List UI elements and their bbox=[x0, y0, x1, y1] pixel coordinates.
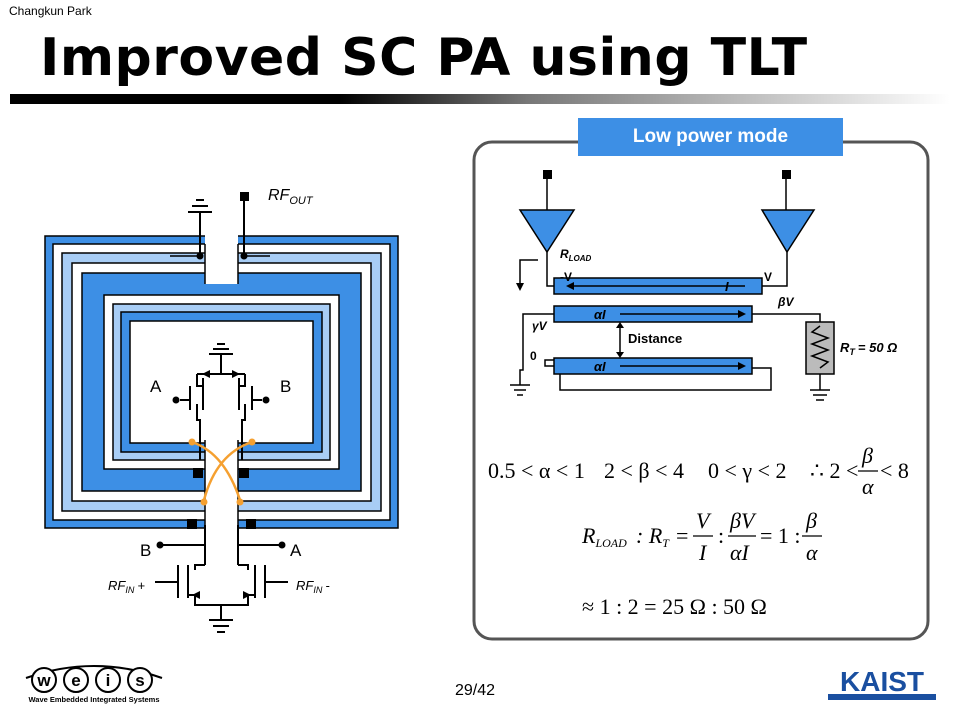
alpha-range: 0.5 < α < 1 bbox=[488, 458, 585, 483]
rf-in-plus-subscript: IN bbox=[125, 585, 135, 595]
weis-logo: w e i s Wave Embedded Integrated Systems bbox=[25, 665, 163, 704]
winding-core bbox=[129, 320, 314, 444]
eq2-r-t: : R bbox=[636, 523, 663, 548]
eq2-frac2-num: βV bbox=[729, 508, 757, 533]
rf-in-plus-sign: + bbox=[137, 578, 145, 593]
slide-title: Improved SC PA using TLT bbox=[40, 28, 808, 88]
via-square bbox=[239, 468, 249, 478]
rt-value: = 50 Ω bbox=[858, 340, 897, 355]
crossover-dot bbox=[200, 498, 208, 506]
terminal-right bbox=[782, 170, 791, 179]
eq2-mid: = 1 : bbox=[760, 523, 801, 548]
r-load-label: R bbox=[560, 247, 569, 261]
crossover-dot bbox=[188, 438, 196, 446]
author-name: Changkun Park bbox=[9, 4, 92, 18]
driver-amplifier-right bbox=[760, 209, 816, 254]
svg-text:RT= 50 Ω: RT= 50 Ω bbox=[840, 340, 897, 357]
orange-crossover bbox=[191, 440, 253, 501]
beta-range: 2 < β < 4 bbox=[604, 458, 684, 483]
gamma-range: 0 < γ < 2 bbox=[708, 458, 787, 483]
rt-label: R bbox=[840, 340, 850, 355]
rf-out-label: RF bbox=[268, 187, 291, 204]
eq2-r-load-subscript: LOAD bbox=[594, 536, 627, 550]
rf-in-minus-label: RF bbox=[296, 578, 314, 593]
logo-letter: i bbox=[106, 671, 111, 690]
r-load-subscript: LOAD bbox=[569, 254, 592, 263]
label-a-top: A bbox=[150, 377, 162, 396]
rf-out-terminal bbox=[240, 192, 270, 260]
ratio-bound-denominator: α bbox=[862, 474, 874, 499]
svg-text:RFIN+: RFIN+ bbox=[108, 578, 145, 595]
via-square bbox=[193, 468, 203, 478]
crossover-dot bbox=[236, 498, 244, 506]
v-label: V bbox=[764, 270, 772, 284]
eq2-equals: = bbox=[676, 523, 688, 548]
eq2-r-load: R bbox=[581, 523, 596, 548]
kaist-wordmark: KAIST bbox=[840, 666, 924, 697]
alpha-i-bottom-label: αI bbox=[594, 359, 606, 374]
label-a-bottom: A bbox=[290, 541, 302, 560]
beta-v-label: βV bbox=[777, 295, 794, 309]
distance-label: Distance bbox=[628, 331, 682, 346]
eq2-frac2-den: αI bbox=[730, 540, 751, 565]
svg-text:RLOAD: RLOAD bbox=[560, 247, 592, 263]
alpha-i-top-label: αI bbox=[594, 307, 606, 322]
neg-v-label: -V bbox=[560, 270, 572, 284]
logo-caption: Wave Embedded Integrated Systems bbox=[28, 695, 159, 704]
output-ground-symbol bbox=[170, 199, 212, 257]
current-i-label: I bbox=[725, 279, 729, 294]
ratio-bound-suffix: < 8 bbox=[880, 458, 909, 483]
ratio-bound-numerator: β bbox=[861, 443, 873, 468]
eq2-r-t-subscript: T bbox=[662, 536, 670, 550]
eq2-frac3-den: α bbox=[806, 540, 818, 565]
logo-letter: e bbox=[71, 671, 80, 690]
svg-text:RFIN-: RFIN- bbox=[296, 578, 330, 595]
title-underline bbox=[10, 94, 950, 104]
rf-in-minus-subscript: IN bbox=[313, 585, 323, 595]
gamma-v-label: γV bbox=[532, 319, 548, 333]
eq2-frac1-den: I bbox=[698, 540, 708, 565]
eq2-frac3-num: β bbox=[805, 508, 817, 533]
rf-out-subscript: OUT bbox=[289, 195, 314, 207]
svg-text:RLOAD: RLOAD bbox=[581, 523, 627, 550]
svg-text:RFOUT: RFOUT bbox=[268, 187, 314, 207]
rf-in-plus-label: RF bbox=[108, 578, 126, 593]
load-resistor bbox=[805, 321, 835, 375]
page-number: 29/42 bbox=[455, 682, 496, 699]
ground-symbol-left bbox=[510, 384, 530, 396]
kaist-logo: KAIST bbox=[828, 666, 936, 700]
top-opening bbox=[205, 234, 238, 284]
svg-text:: RT: : RT bbox=[636, 523, 670, 550]
ground-symbol-right bbox=[810, 389, 830, 401]
zero-label: 0 bbox=[530, 349, 537, 363]
crossover-dot bbox=[248, 438, 256, 446]
driver-amplifier-left bbox=[518, 209, 576, 254]
rt-subscript: T bbox=[849, 347, 856, 357]
low-power-mode-label: Low power mode bbox=[578, 118, 843, 156]
eq2-colon: : bbox=[718, 523, 724, 548]
rf-in-minus-sign: - bbox=[325, 578, 330, 593]
terminal-left bbox=[543, 170, 552, 179]
eq2-frac1-num: V bbox=[696, 508, 712, 533]
ratio-bound-prefix: ∴ 2 < bbox=[810, 458, 858, 483]
eq3-approximation: ≈ 1 : 2 = 25 Ω : 50 Ω bbox=[582, 594, 767, 619]
via-square bbox=[246, 519, 256, 529]
logo-letter: w bbox=[36, 671, 51, 690]
via-square bbox=[187, 519, 197, 529]
label-b-bottom: B bbox=[140, 541, 151, 560]
logo-letter: s bbox=[135, 671, 144, 690]
label-b-top: B bbox=[280, 377, 291, 396]
